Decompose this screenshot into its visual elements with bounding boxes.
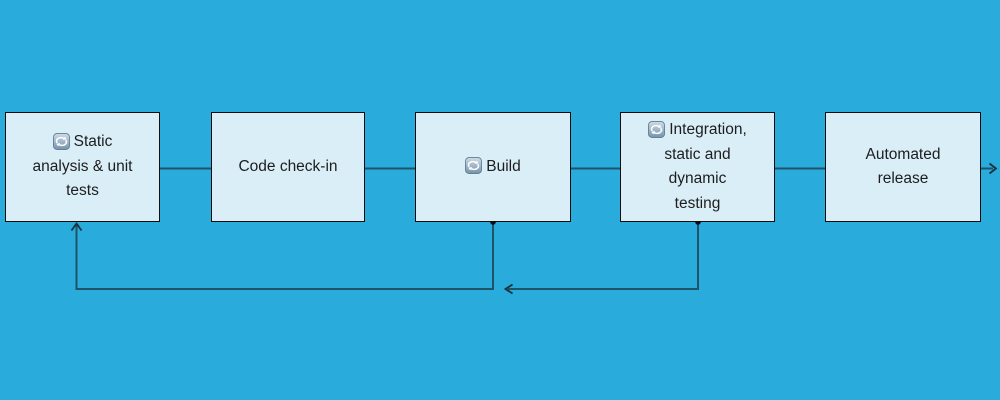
edge-integration-feedback [508,222,699,290]
node-label: Automated release [866,143,941,192]
node-line-text: dynamic [668,170,727,187]
node-line-text: Integration, [669,121,747,138]
node-integration-static-dynamic-testing: Integration, static and dynamic testing [620,112,775,222]
counterclockwise-arrows-icon [465,157,483,175]
node-label: Integration, static and dynamic testing [648,118,747,216]
counterclockwise-arrows-icon [52,132,70,150]
node-label: Code check-in [238,155,337,180]
node-line-text: analysis & unit [32,157,133,175]
node-line-text: Build [486,157,521,175]
release-arrowhead-icon [988,162,998,175]
node-label: Build [465,155,521,180]
node-line-text: static and [664,145,731,163]
node-line-text: testing [674,194,721,212]
node-code-check-in: Code check-in [211,112,365,222]
feedback-left-arrowhead-icon [503,283,513,295]
node-line-text: release [877,170,929,187]
node-build: Build [415,112,571,222]
node-line-text: Code check-in [238,157,338,175]
node-line-text: tests [66,182,99,200]
node-label: Static analysis & unit tests [32,130,133,204]
node-line-text: Automated [865,145,941,163]
feedback-up-arrowhead-icon [70,221,83,232]
node-line-text: Static [73,133,113,151]
node-static-analysis-unit-tests: Static analysis & unit tests [5,112,160,222]
node-automated-release: Automated release [825,112,981,222]
counterclockwise-arrows-icon [648,120,666,138]
edge-build-feedback-to-static [75,222,494,290]
